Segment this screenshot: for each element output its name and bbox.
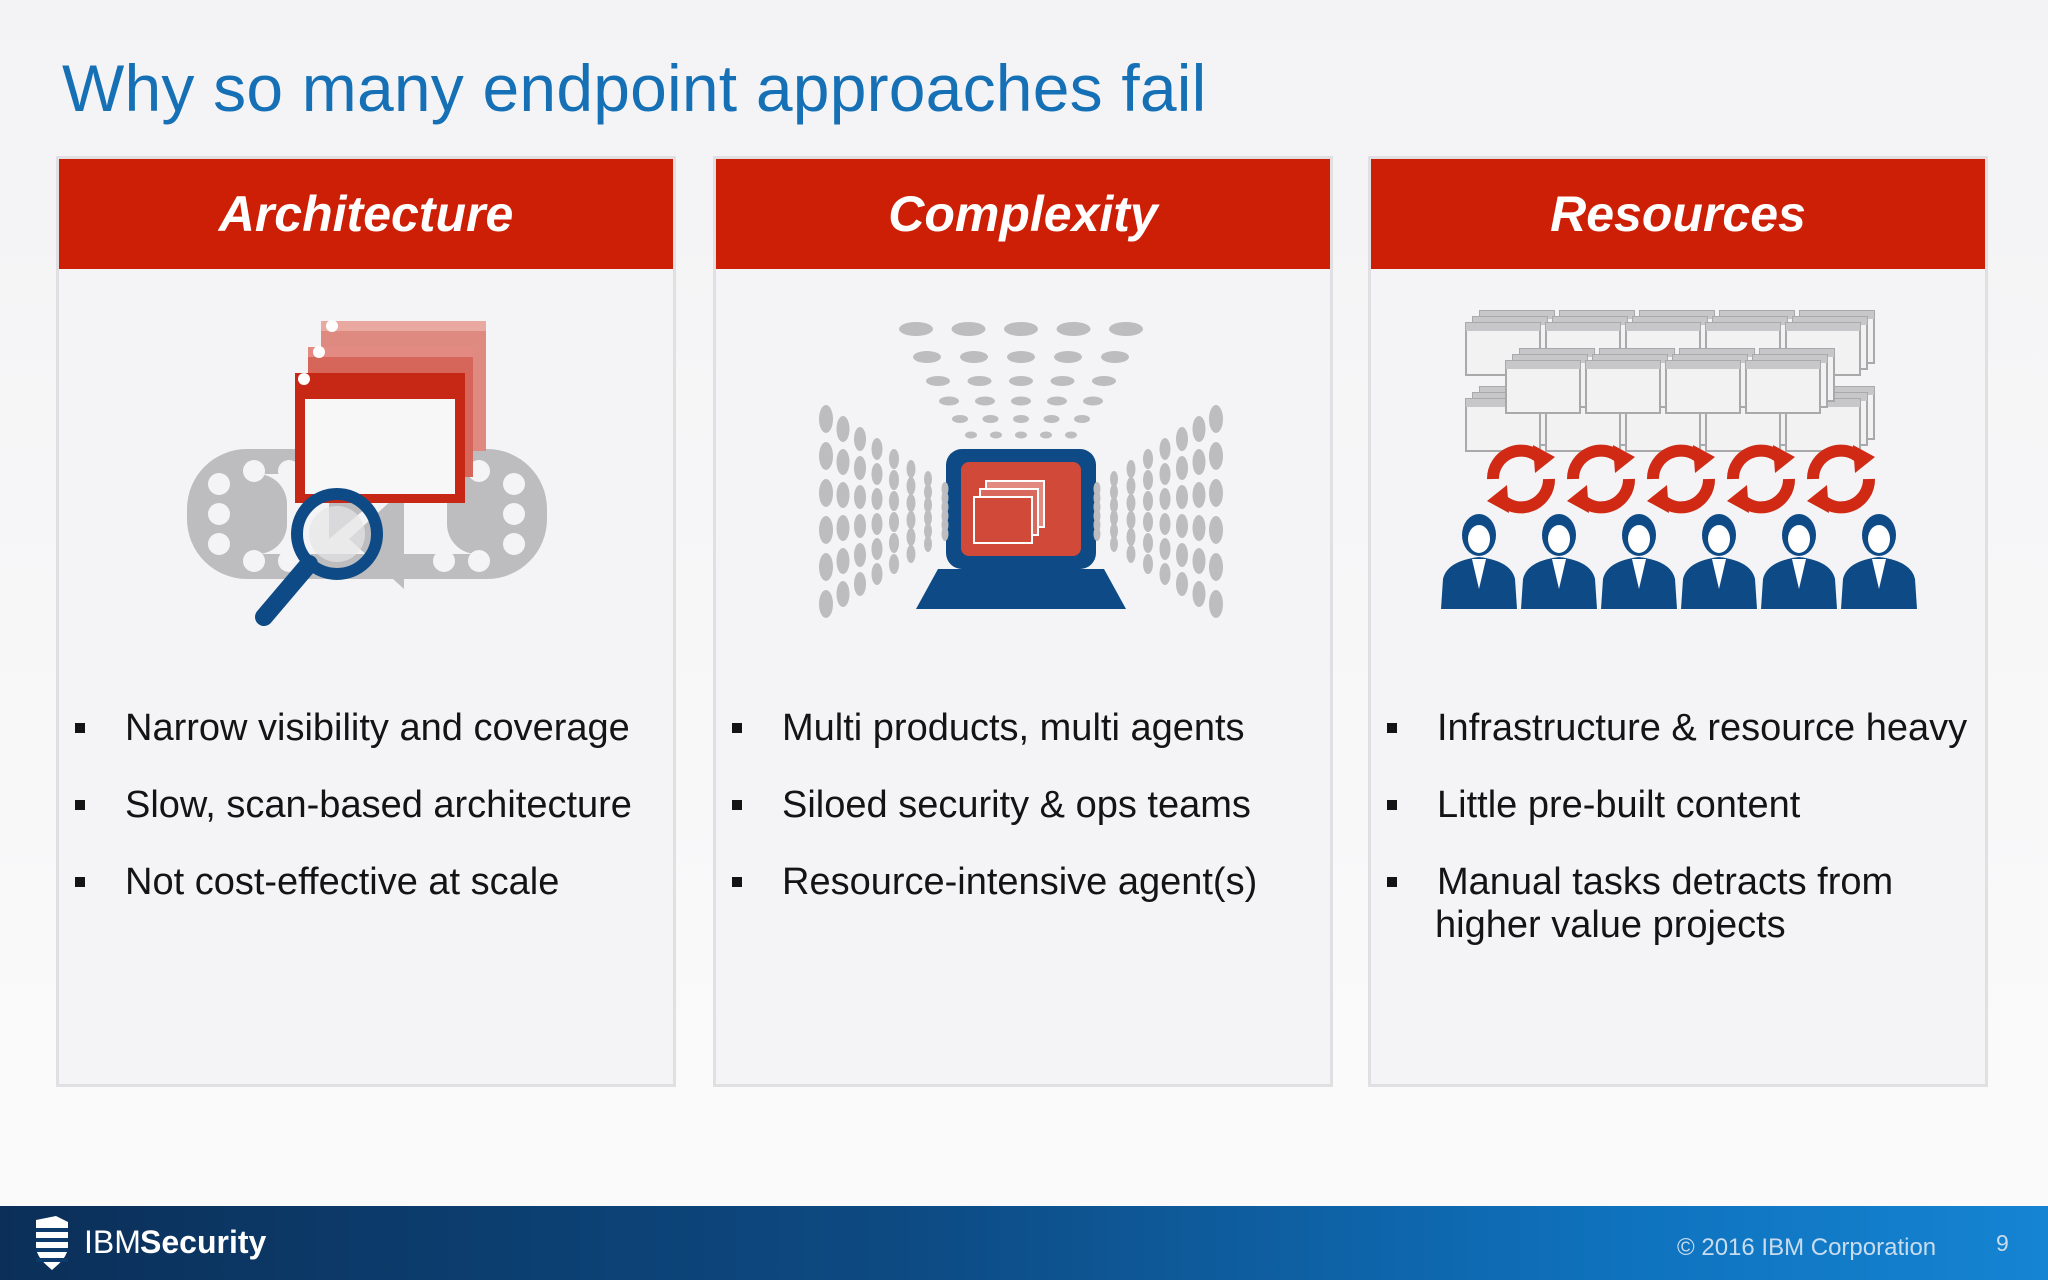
ibm-security-logo-icon [36, 1216, 68, 1270]
card-resources: Resources Infrastructure & resource heav… [1368, 156, 1988, 1087]
card-header-architecture: Architecture [59, 159, 673, 269]
list-item: Slow, scan-based architecture [67, 784, 673, 827]
list-item: Resource-intensive agent(s) [724, 861, 1330, 904]
list-item: Siloed security & ops teams [724, 784, 1330, 827]
card-heading: Resources [1550, 186, 1806, 242]
resources-icon [1371, 299, 1985, 679]
list-item: Not cost-effective at scale [67, 861, 673, 904]
page-number: 9 [1996, 1230, 2009, 1256]
card-heading: Architecture [218, 186, 514, 242]
list-item: Multi products, multi agents [724, 707, 1330, 750]
bullet-list: Infrastructure & resource heavy Little p… [1379, 707, 1985, 981]
card-heading: Complexity [888, 186, 1158, 242]
brand-ibm: IBM [84, 1224, 141, 1260]
bullet-list: Multi products, multi agents Siloed secu… [724, 707, 1330, 938]
brand-security: Security [140, 1224, 267, 1260]
bullet-list: Narrow visibility and coverage Slow, sca… [67, 707, 673, 938]
card-header-complexity: Complexity [716, 159, 1330, 269]
card-header-resources: Resources [1371, 159, 1985, 269]
list-item-continuation: higher value projects [1435, 904, 1786, 946]
architecture-icon [59, 299, 673, 679]
footer-bar: IBM Security © 2016 IBM Corporation 9 [0, 1206, 2048, 1280]
slide-title: Why so many endpoint approaches fail [62, 51, 1207, 125]
list-item: Narrow visibility and coverage [67, 707, 673, 750]
card-architecture: Architecture [56, 156, 676, 1087]
complexity-icon [716, 299, 1330, 679]
copyright-text: © 2016 IBM Corporation [1677, 1234, 1937, 1261]
list-item: Manual tasks detracts from [1379, 861, 1985, 904]
list-item: Infrastructure & resource heavy [1379, 707, 1985, 750]
card-complexity: Complexity Multi products, multi agents … [713, 156, 1333, 1087]
list-item: Little pre-built content [1379, 784, 1985, 827]
